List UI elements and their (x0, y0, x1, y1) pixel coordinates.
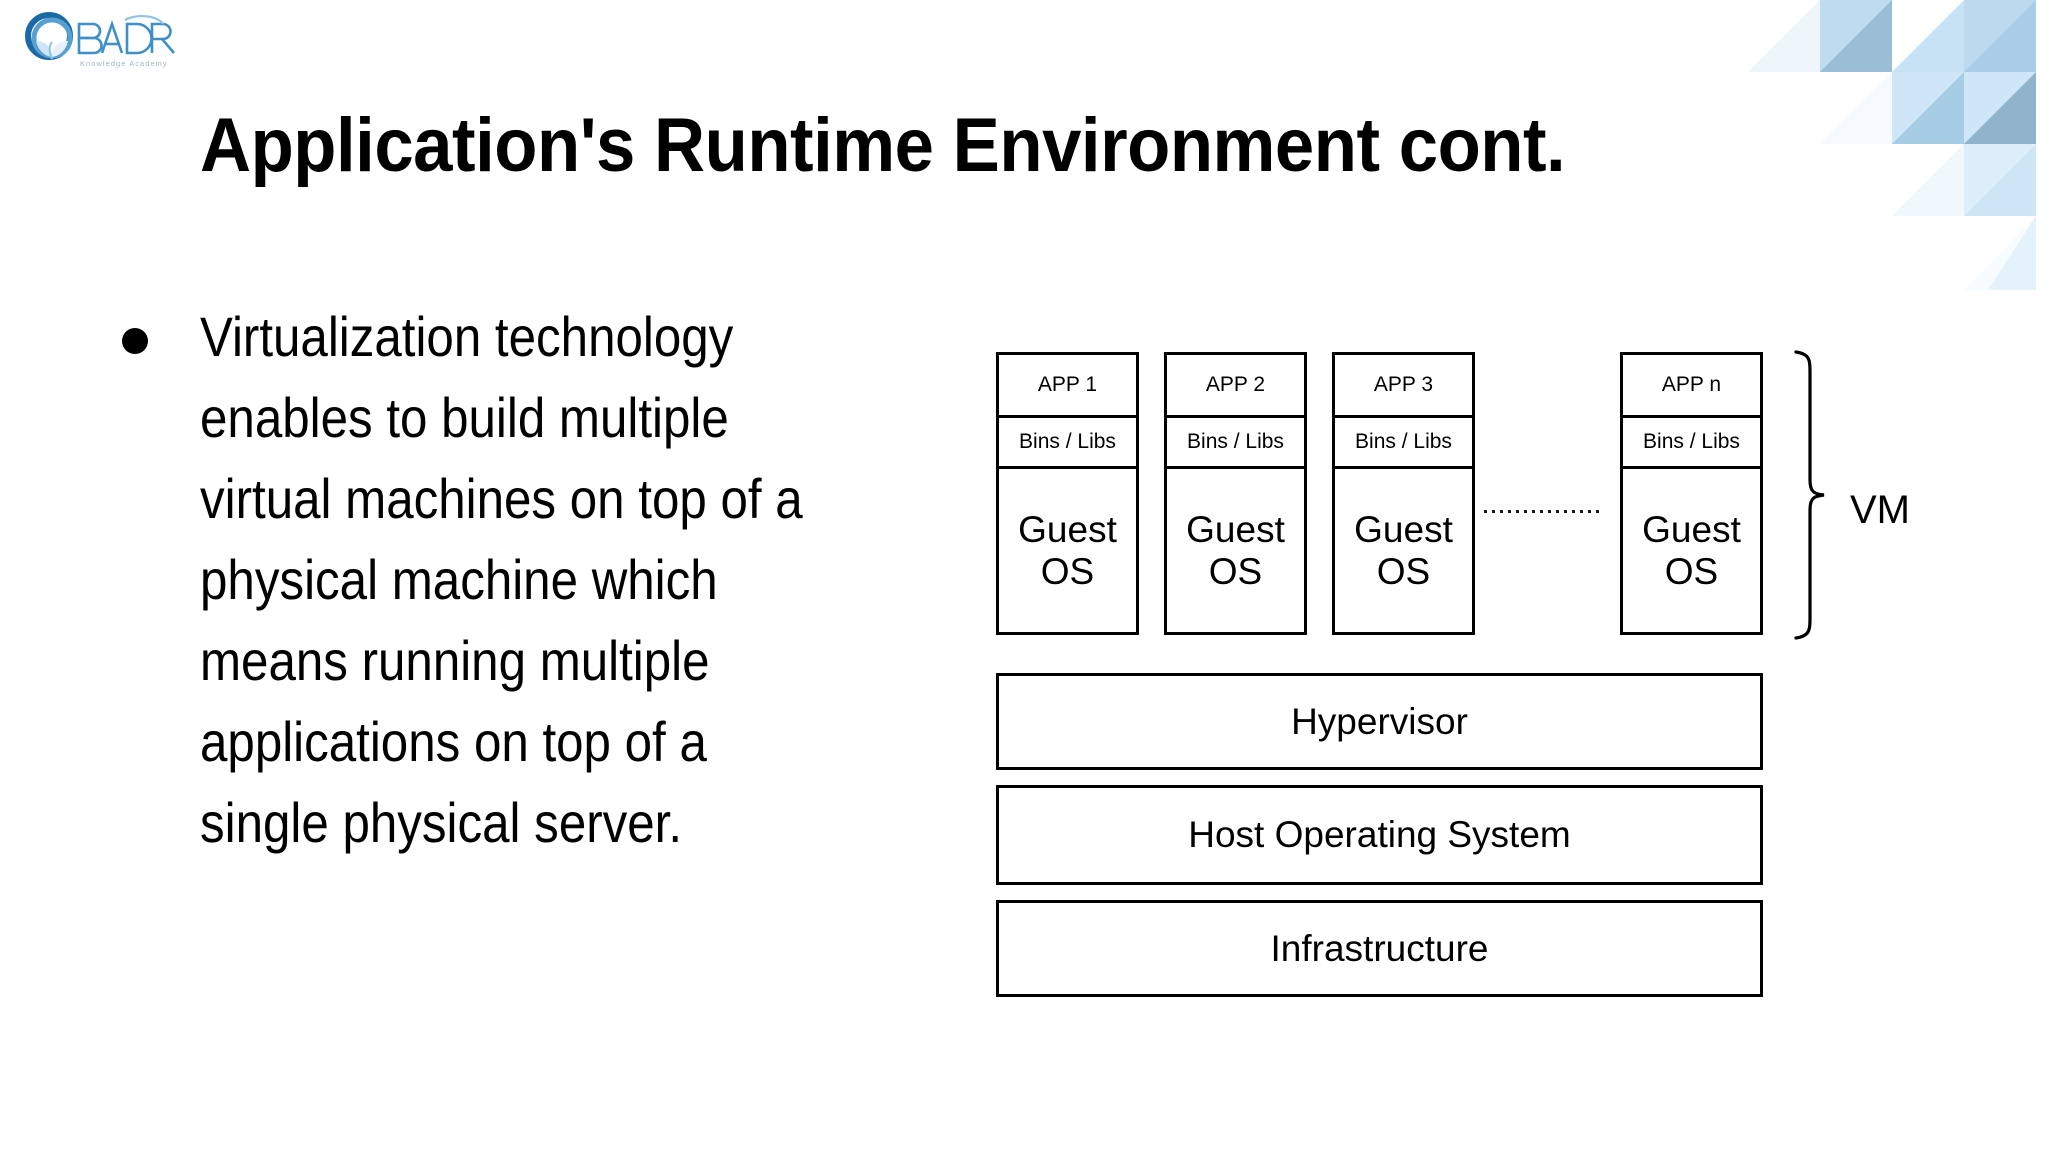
bullet-item-text: Virtualization technology enables to bui… (200, 305, 803, 854)
vm-app-label-2: APP 2 (1167, 355, 1304, 418)
ellipsis-separator-icon (1484, 510, 1599, 513)
logo-tagline: Knowledge Academy (80, 59, 168, 68)
vm-guest-os-label-n: Guest OS (1642, 508, 1741, 592)
vm-guest-os-label-1: Guest OS (1018, 508, 1117, 592)
vm-app-label-n: APP n (1623, 355, 1760, 418)
infrastructure-label: Infrastructure (1270, 927, 1489, 969)
infrastructure-layer: Infrastructure (996, 900, 1763, 997)
vm-app-label-3: APP 3 (1335, 355, 1472, 418)
badr-logo: Knowledge Academy (25, 12, 175, 68)
host-os-layer: Host Operating System (996, 785, 1763, 885)
vm-column-n: APP n Bins / Libs Guest OS (1620, 352, 1763, 635)
vm-architecture-diagram: APP 1 Bins / Libs Guest OS APP 2 Bins / … (960, 320, 1970, 1030)
vm-column-1: APP 1 Bins / Libs Guest OS (996, 352, 1139, 635)
slide-title: Application's Runtime Environment cont. (200, 103, 1566, 188)
vm-bins-label-2: Bins / Libs (1167, 418, 1304, 469)
vm-bins-label-1: Bins / Libs (999, 418, 1136, 469)
vm-guest-os-label-3: Guest OS (1354, 508, 1453, 592)
vm-group-label: VM (1850, 488, 1910, 532)
hypervisor-layer: Hypervisor (996, 673, 1763, 770)
vm-bins-label-n: Bins / Libs (1623, 418, 1760, 469)
vm-group-brace-icon (1794, 350, 1825, 640)
vm-column-3: APP 3 Bins / Libs Guest OS (1332, 352, 1475, 635)
hypervisor-label: Hypervisor (1291, 700, 1468, 742)
host-os-label: Host Operating System (1188, 814, 1571, 855)
vm-app-label-1: APP 1 (999, 355, 1136, 418)
vm-bins-label-3: Bins / Libs (1335, 418, 1472, 469)
vm-column-2: APP 2 Bins / Libs Guest OS (1164, 352, 1307, 635)
decorative-triangle-pattern (1748, 0, 2036, 290)
bullet-marker-icon (122, 328, 148, 354)
vm-guest-os-label-2: Guest OS (1186, 508, 1285, 592)
